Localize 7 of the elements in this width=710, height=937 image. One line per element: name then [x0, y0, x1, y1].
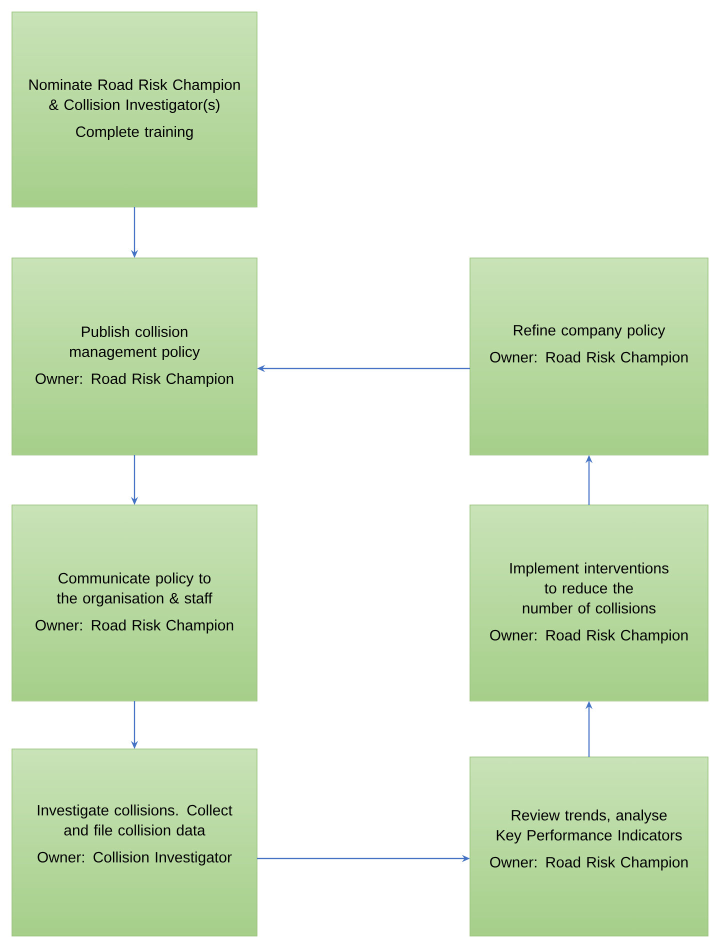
process-box: Nominate Road Risk Champion & Collision Investigator(s) Complete training	[12, 12, 258, 208]
process-box: Investigate collisions. Collect and file collision data Owner: Collision Investigator	[12, 748, 258, 936]
process-box: Review trends, analyse Key Performance Indicators Owner: Road Risk Champion	[470, 756, 708, 936]
process-box: Implement interventions to reduce the number of collisions Owner: Road Risk Champion	[470, 504, 708, 702]
process-box: Refine company policy Owner: Road Risk Champion	[470, 258, 708, 456]
process-box: Communicate policy to the organisation & staff Owner: Road Risk Champion	[12, 504, 258, 702]
process-box: Publish collision management policy Owner: Road Risk Champion	[12, 258, 258, 456]
